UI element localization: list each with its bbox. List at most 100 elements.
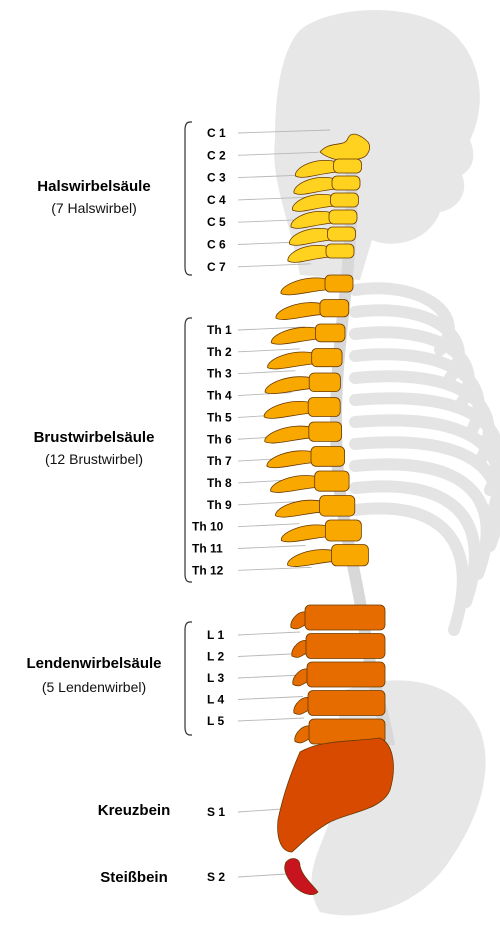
vertebra-label: C 2: [207, 148, 226, 162]
vertebral-body: [320, 300, 349, 317]
vertebra-label: Th 5: [207, 410, 232, 424]
leader-line: [238, 718, 304, 721]
vertebra-label: L 5: [207, 714, 224, 728]
vertebra-label: Th 11: [192, 542, 223, 556]
vertebral-column: [264, 134, 395, 894]
vertebral-body: [308, 398, 340, 417]
vertebral-body: [312, 349, 342, 367]
spinous-process: [281, 525, 329, 542]
leader-line: [238, 393, 292, 396]
spinous-process: [271, 327, 319, 344]
leader-line: [238, 502, 295, 505]
vertebral-body: [315, 324, 345, 342]
spinous-process: [264, 401, 312, 418]
section-subtitle-cervical: (7 Halswirbel): [51, 200, 137, 216]
vertebral-body: [332, 545, 369, 566]
vertebra-th1: [281, 275, 353, 295]
vertebral-body: [308, 691, 385, 716]
vertebra-label: S 1: [207, 805, 225, 819]
vertebra-th11: [281, 520, 361, 542]
vertebra-label: Th 7: [207, 454, 232, 468]
section-title-lumbar: Lendenwirbelsäule: [26, 655, 161, 672]
vertebra-label: C 5: [207, 215, 226, 229]
spinous-process: [281, 278, 329, 295]
vertebra-label: Th 2: [207, 345, 232, 359]
vertebral-body: [332, 176, 360, 190]
vertebral-body: [325, 520, 361, 541]
spinous-process: [271, 475, 319, 492]
leader-line: [238, 697, 303, 700]
vertebra-th9: [271, 471, 350, 492]
vertebra-th3: [271, 324, 345, 344]
vertebra-label: Th 10: [192, 520, 224, 534]
section-title-cervical: Halswirbelsäule: [37, 178, 150, 195]
vertebral-body: [309, 373, 340, 392]
leader-line: [238, 524, 300, 527]
section-subtitle-lumbar: (5 Lendenwirbel): [42, 679, 146, 695]
leader-line: [238, 371, 295, 374]
vertebral-body: [307, 662, 385, 687]
vertebra-label: Th 6: [207, 432, 232, 446]
vertebral-body: [326, 244, 354, 258]
vertebra-label: Th 8: [207, 476, 232, 490]
vertebra-label: C 4: [207, 193, 226, 207]
vertebra-l2: [292, 634, 385, 659]
vertebra-th5: [265, 373, 340, 394]
section-brackets: [185, 122, 192, 735]
bracket-cervical: [185, 122, 192, 275]
vertebra-label: L 1: [207, 628, 224, 642]
vertebral-body: [305, 605, 385, 630]
spinous-process: [265, 377, 313, 394]
vertebral-body: [331, 193, 359, 207]
vertebra-label: Th 12: [192, 563, 224, 577]
vertebral-body: [329, 210, 357, 224]
vertebral-body: [334, 159, 362, 173]
vertebra-th7: [265, 422, 342, 443]
vertebra-label: C 6: [207, 238, 226, 252]
bracket-lumbar: [185, 622, 192, 735]
vertebra-label: L 4: [207, 693, 224, 707]
section-title-thoracic: Brustwirbelsäule: [34, 429, 155, 446]
vertebral-body: [320, 496, 355, 517]
bracket-thoracic: [185, 318, 192, 582]
leader-line: [238, 874, 286, 877]
vertebra-th6: [264, 398, 340, 419]
vertebral-body: [309, 422, 342, 441]
vertebra-l1: [291, 605, 385, 630]
vertebra-label: Th 4: [207, 389, 232, 403]
leader-line: [238, 567, 312, 570]
vertebra-th4: [268, 349, 343, 369]
spinous-process: [268, 352, 316, 369]
leader-line: [238, 809, 282, 812]
leader-line: [238, 675, 302, 678]
vertebra-th12: [287, 545, 368, 567]
vertebra-label: C 7: [207, 260, 226, 274]
vertebra-th2: [276, 300, 349, 320]
vertebra-label: C 1: [207, 126, 226, 140]
spinous-process: [265, 426, 313, 443]
vertebral-body: [315, 471, 349, 491]
spinous-process: [276, 303, 324, 320]
leader-line: [238, 349, 300, 352]
vertebral-body: [306, 634, 385, 659]
section-subtitle-thoracic: (12 Brustwirbel): [45, 451, 143, 467]
leader-line: [238, 632, 300, 635]
vertebra-label: C 3: [207, 171, 226, 185]
vertebral-body: [311, 447, 345, 467]
vertebra-label: Th 1: [207, 323, 232, 337]
vertebra-labels: C 1 C 2 C 3 C 4 C 5 C 6 C 7 Th 1 Th 2 Th 3 Th 4 Th …: [192, 126, 232, 884]
vertebra-label: S 2: [207, 870, 225, 884]
spinous-process: [267, 451, 315, 468]
vertebra-label: Th 3: [207, 367, 232, 381]
section-title-coccyx: Steißbein: [100, 869, 168, 886]
spinous-process: [287, 550, 335, 567]
vertebra-label: L 3: [207, 671, 224, 685]
vertebra-l3: [293, 662, 385, 687]
vertebra-label: L 2: [207, 650, 224, 664]
vertebra-label: Th 9: [207, 498, 232, 512]
vertebra-l4: [294, 691, 385, 716]
vertebra-th8: [267, 447, 345, 468]
section-title-sacrum: Kreuzbein: [98, 802, 171, 819]
